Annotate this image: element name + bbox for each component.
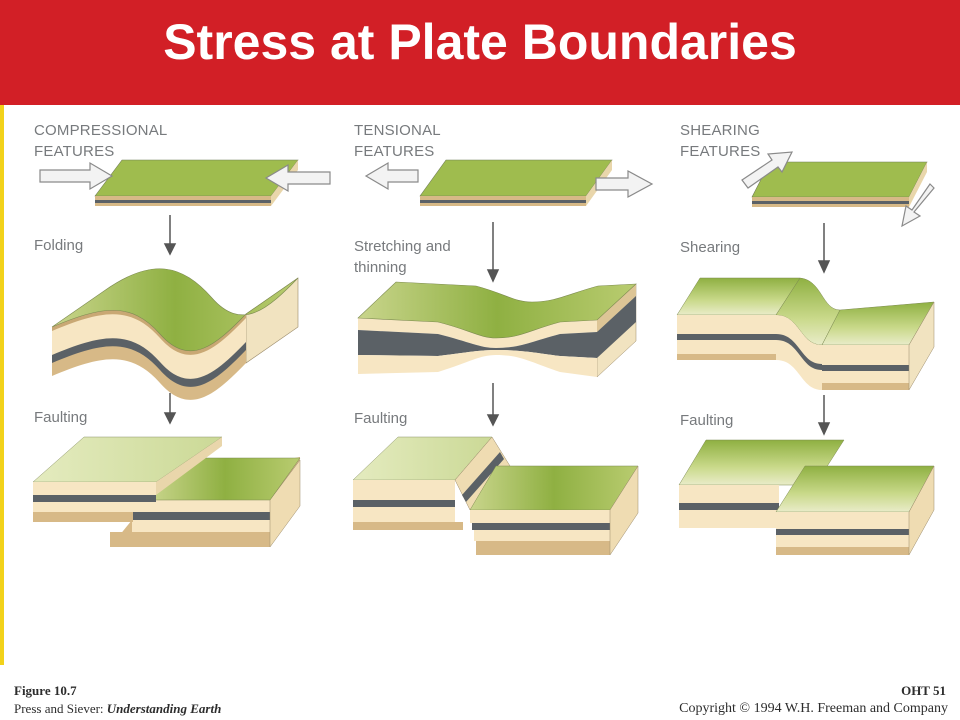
label-shearing: Shearing: [680, 239, 741, 256]
block-fault-compressional: [32, 436, 301, 548]
block-stretching: [357, 281, 637, 378]
label-folding: Folding: [34, 237, 84, 254]
plate-shearing: [751, 161, 928, 207]
title-bar: [0, 0, 960, 105]
arrow-compress-left: [264, 163, 331, 193]
figure-authors: Press and Siever:: [14, 701, 104, 716]
copyright-notice: Copyright © 1994 W.H. Freeman and Compan…: [679, 701, 948, 716]
label-faulting-compressional: Faulting: [34, 409, 88, 426]
plate-compressional: [94, 159, 299, 206]
header-shearing: SHEARING FEATURES: [680, 122, 761, 160]
figure-caption: Figure 10.7 Press and Siever: Understand…: [14, 682, 221, 718]
block-fault-shearing: [678, 439, 935, 556]
block-folding: [51, 268, 299, 400]
stress-arrows: [39, 151, 935, 228]
arrow-tension-right: [595, 169, 654, 199]
figure-number: Figure 10.7: [14, 683, 77, 698]
header-compressional: COMPRESSIONAL FEATURES: [34, 122, 168, 160]
label-faulting-shearing: Faulting: [680, 412, 734, 429]
arrow-shear-up: [741, 151, 794, 189]
arrow-tension-left: [364, 161, 419, 191]
label-stretching: Stretching and thinning: [354, 238, 451, 276]
header-tensional: TENSIONAL FEATURES: [354, 122, 441, 160]
accent-rule: [0, 105, 4, 665]
figure-book: Understanding Earth: [106, 701, 222, 716]
arrow-compress-right: [39, 161, 114, 191]
block-fault-tensional: [352, 436, 639, 556]
plate-tensional: [419, 159, 613, 206]
down-arrows: [163, 215, 831, 436]
label-faulting-tensional: Faulting: [354, 410, 408, 427]
arrow-shear-down: [901, 183, 935, 228]
block-shearing: [676, 277, 935, 391]
oht-number: OHT 51: [901, 683, 946, 698]
slide-title: Stress at Plate Boundaries: [163, 14, 797, 70]
